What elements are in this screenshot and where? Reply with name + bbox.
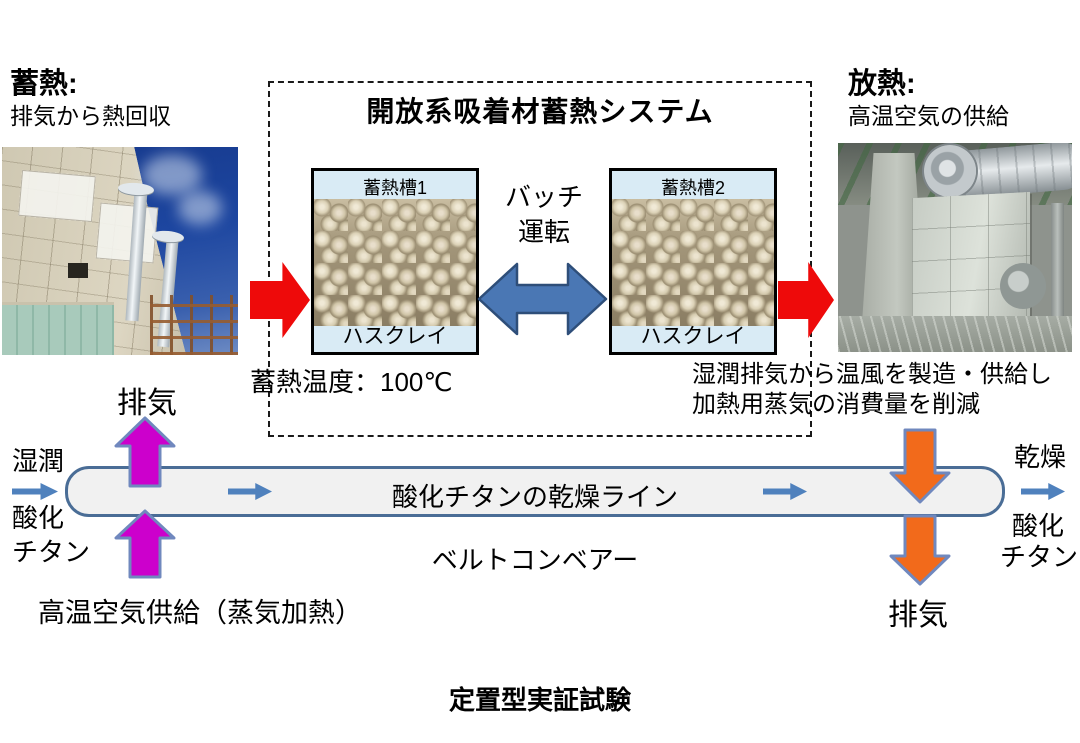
system-title: 開放系吸着材蓄熱システム: [366, 96, 714, 127]
inlet-state-label: 湿潤: [12, 446, 65, 476]
drying-line: [65, 466, 1005, 517]
factory-window: [95, 202, 159, 264]
vertical-pipe: [1051, 203, 1064, 333]
heat-release-title: 放熱:: [848, 68, 916, 100]
inlet-material-line1: 酸化: [12, 503, 65, 533]
factory-vent: [68, 263, 88, 278]
hot-air-supply-label: 高温空気供給（蒸気加熱）: [38, 598, 362, 628]
hot-air-up-arrow-icon: [114, 509, 176, 579]
warm-air-down-arrow-icon: [889, 428, 951, 504]
heat-release-equipment-photo: [838, 143, 1072, 352]
tank-1-name: 蓄熱槽1: [362, 178, 427, 198]
exhaust-top-label: 排気: [117, 387, 177, 420]
heat-release-subtitle: 高温空気の供給: [848, 103, 1009, 129]
batch-operation-label: バッチ 運転: [480, 180, 608, 250]
factory-green-door: [2, 302, 114, 355]
batch-line2: 運転: [517, 217, 570, 247]
flow-arrow-icon: [1021, 483, 1065, 500]
outlet-state-label: 乾燥: [1014, 442, 1067, 472]
outlet-material-line1: 酸化: [1012, 511, 1065, 541]
output-note: 湿潤排気から温風を製造・供給し 加熱用蒸気の消費量を削減: [692, 360, 1052, 420]
batch-double-arrow-icon: [477, 262, 608, 336]
adsorbent-granules-image: [612, 199, 774, 326]
tank-1-material: ハスクレイ: [342, 325, 448, 348]
outlet-material-line2: チタン: [1000, 542, 1079, 572]
floor-grating: [838, 316, 1072, 352]
output-note-line2: 加熱用蒸気の消費量を削減: [692, 391, 980, 418]
adsorbent-granules-image: [314, 199, 476, 326]
duct-end-cap: [924, 145, 976, 197]
storage-tank-1: 蓄熱槽1 ハスクレイ: [311, 168, 479, 355]
batch-line1: バッチ: [504, 182, 583, 212]
factory-exterior-photo: [2, 147, 238, 355]
inlet-material-line2: チタン: [12, 537, 91, 567]
exhaust-down-arrow-icon: [889, 514, 951, 586]
footer-caption: 定置型実証試験: [448, 685, 631, 715]
tank-2-name: 蓄熱槽2: [660, 178, 725, 198]
system-boundary-box: [268, 81, 812, 437]
heat-storage-title: 蓄熱:: [10, 68, 78, 100]
storage-temp-label: 蓄熱温度：100℃: [250, 367, 453, 397]
storage-tank-2: 蓄熱槽2 ハスクレイ: [609, 168, 777, 355]
pipe-elbow: [1000, 263, 1046, 309]
tank-2-material: ハスクレイ: [640, 325, 746, 348]
output-note-line1: 湿潤排気から温風を製造・供給し: [692, 361, 1052, 388]
belt-conveyor-label: ベルトコンベアー: [431, 545, 639, 575]
drying-line-label: 酸化チタンの乾燥ライン: [391, 482, 678, 512]
heat-storage-subtitle: 排気から熱回収: [10, 103, 171, 129]
exhaust-up-arrow-icon: [114, 416, 176, 488]
exhaust-bottom-label: 排気: [888, 599, 948, 632]
factory-window: [18, 169, 96, 223]
steam-plume: [178, 191, 222, 225]
flow-arrow-icon: [12, 483, 58, 500]
scaffolding: [150, 295, 238, 355]
